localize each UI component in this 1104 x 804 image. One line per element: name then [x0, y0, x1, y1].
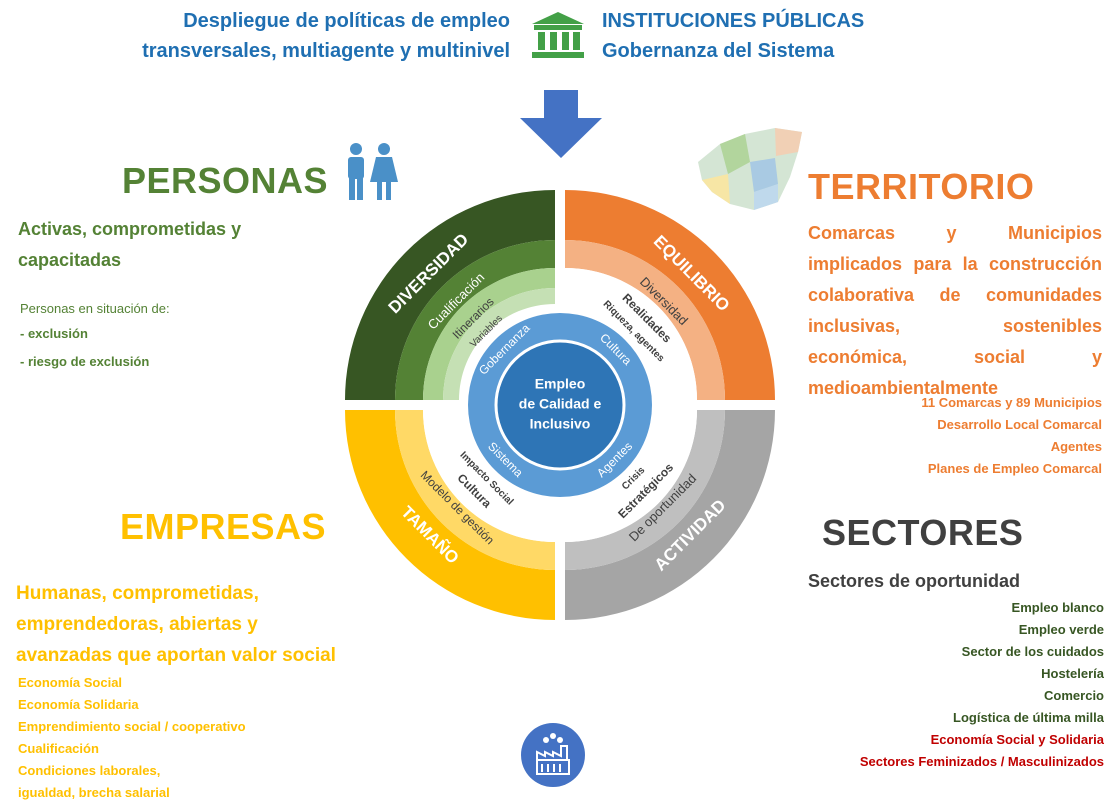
- territorio-item: Desarrollo Local Comarcal: [937, 417, 1102, 432]
- wheel-ring-segment: [565, 410, 775, 620]
- territorio-desc-line: medioambientalmente: [808, 378, 999, 398]
- territorio-desc-line: inclusivas, sostenibles: [808, 316, 1102, 336]
- sectores-item: Hostelería: [1041, 666, 1104, 681]
- territorio-desc-line: implicados para la construcción: [808, 254, 1102, 274]
- empresas-desc-line: Humanas, comprometidas,: [16, 583, 259, 604]
- wheel-ring-segment: [395, 240, 555, 400]
- personas-item: - riesgo de exclusión: [20, 354, 150, 369]
- sectores-item-highlight: Sectores Feminizados / Masculinizados: [859, 754, 1104, 769]
- wheel-diagram: DIVERSIDADCualificaciónItinerariosVariab…: [345, 190, 775, 620]
- header-right: INSTITUCIONES PÚBLICAS Gobernanza del Si…: [602, 6, 922, 66]
- sectores-item: Comercio: [1044, 688, 1104, 703]
- sectores-item-highlight: Economía Social y Solidaria: [930, 732, 1104, 747]
- territorio-title: TERRITORIO: [808, 166, 1035, 207]
- institution-icon: [528, 10, 588, 62]
- personas-subtitle-line2: capacitadas: [18, 250, 122, 270]
- wheel-ring-segment: [345, 190, 555, 400]
- empresas-item: Cualificación: [18, 741, 99, 756]
- personas-subtitle: Activas, comprometidas y capacitadas: [18, 214, 241, 276]
- sectores-item: Sector de los cuidados: [961, 644, 1104, 659]
- personas-item: - exclusión: [20, 326, 88, 341]
- header-left-line1: Despliegue de políticas de empleo: [183, 10, 510, 32]
- sectores-list: Empleo blanco Empleo verde Sector de los…: [780, 597, 1104, 773]
- wheel-quadrant-bottom-left: [345, 410, 555, 620]
- empresas-title: EMPRESAS: [120, 506, 327, 547]
- wheel-ring-segment: [423, 268, 555, 400]
- territorio-desc-line: colaborativa de comunidades: [808, 285, 1102, 305]
- header-right-line1: INSTITUCIONES PÚBLICAS: [602, 10, 865, 32]
- wheel-ring-segment: [443, 288, 555, 400]
- territorio-item: Agentes: [1050, 439, 1102, 454]
- wheel-ring-segment: [565, 410, 677, 522]
- wheel-ring-segment: [395, 410, 555, 570]
- wheel-ring-segment: [565, 410, 725, 570]
- people-icon: [348, 143, 398, 200]
- wheel-center-text: Inclusivo: [530, 416, 591, 432]
- territorio-list: 11 Comarcas y 89 Municipios Desarrollo L…: [820, 392, 1102, 480]
- wheel-ring-segment: [443, 410, 555, 522]
- empresas-item: igualdad, brecha salarial: [18, 785, 170, 800]
- empresas-desc-line: avanzadas que aportan valor social: [16, 645, 336, 666]
- territorio-desc: Comarcas y Municipios implicados para la…: [808, 218, 1102, 404]
- sectores-subtitle: Sectores de oportunidad: [808, 571, 1021, 591]
- wheel-quadrant-bottom-right: [565, 410, 775, 620]
- empresas-desc: Humanas, comprometidas, emprendedoras, a…: [16, 578, 336, 671]
- personas-list: Personas en situación de: - exclusión - …: [20, 298, 170, 376]
- personas-subtitle-line1: Activas, comprometidas y: [18, 219, 242, 239]
- header-left: Despliegue de políticas de empleo transv…: [80, 6, 510, 66]
- down-arrow-icon: [520, 90, 602, 158]
- sectores-item: Empleo verde: [1018, 622, 1104, 637]
- sectores-title: SECTORES: [822, 512, 1024, 553]
- header-right-line2: Gobernanza del Sistema: [602, 40, 835, 62]
- territorio-desc-line: económica, social y: [808, 347, 1102, 367]
- wheel-center-text: de Calidad e: [519, 396, 602, 412]
- personas-title: PERSONAS: [122, 160, 329, 201]
- wheel-ring-segment: [345, 410, 555, 620]
- header-left-line2: transversales, multiagente y multinivel: [142, 40, 510, 62]
- wheel-ring-segment: [423, 410, 555, 542]
- territory-map-icon: [698, 128, 802, 210]
- empresas-list: Economía Social Economía Solidaria Empre…: [18, 672, 246, 804]
- wheel-center: [494, 339, 626, 471]
- wheel-ring-segment: [565, 190, 775, 400]
- wheel-quadrant-top-right: [565, 190, 775, 400]
- wheel-ring-segment: [565, 288, 677, 400]
- sectores-item: Empleo blanco: [1011, 600, 1104, 615]
- territorio-item: 11 Comarcas y 89 Municipios: [921, 395, 1102, 410]
- empresas-item: Economía Social: [18, 675, 123, 690]
- wheel-ring-segment: [565, 410, 697, 542]
- territorio-item: Planes de Empleo Comarcal: [927, 461, 1102, 476]
- wheel-center-text: Empleo: [535, 376, 586, 392]
- factory-icon: [521, 723, 585, 787]
- empresas-item: Economía Solidaria: [18, 697, 139, 712]
- wheel-ring-segment: [565, 240, 725, 400]
- sectores-item: Logística de última milla: [953, 710, 1104, 725]
- territorio-desc-line: Comarcas y Municipios: [808, 223, 1102, 243]
- wheel-quadrant-top-left: [345, 190, 555, 400]
- personas-intro: Personas en situación de:: [20, 301, 170, 316]
- empresas-item: Condiciones laborales,: [18, 763, 161, 778]
- empresas-item: Emprendimiento social / cooperativo: [18, 719, 246, 734]
- wheel-ring-segment: [565, 268, 697, 400]
- empresas-desc-line: emprendedoras, abiertas y: [16, 614, 258, 635]
